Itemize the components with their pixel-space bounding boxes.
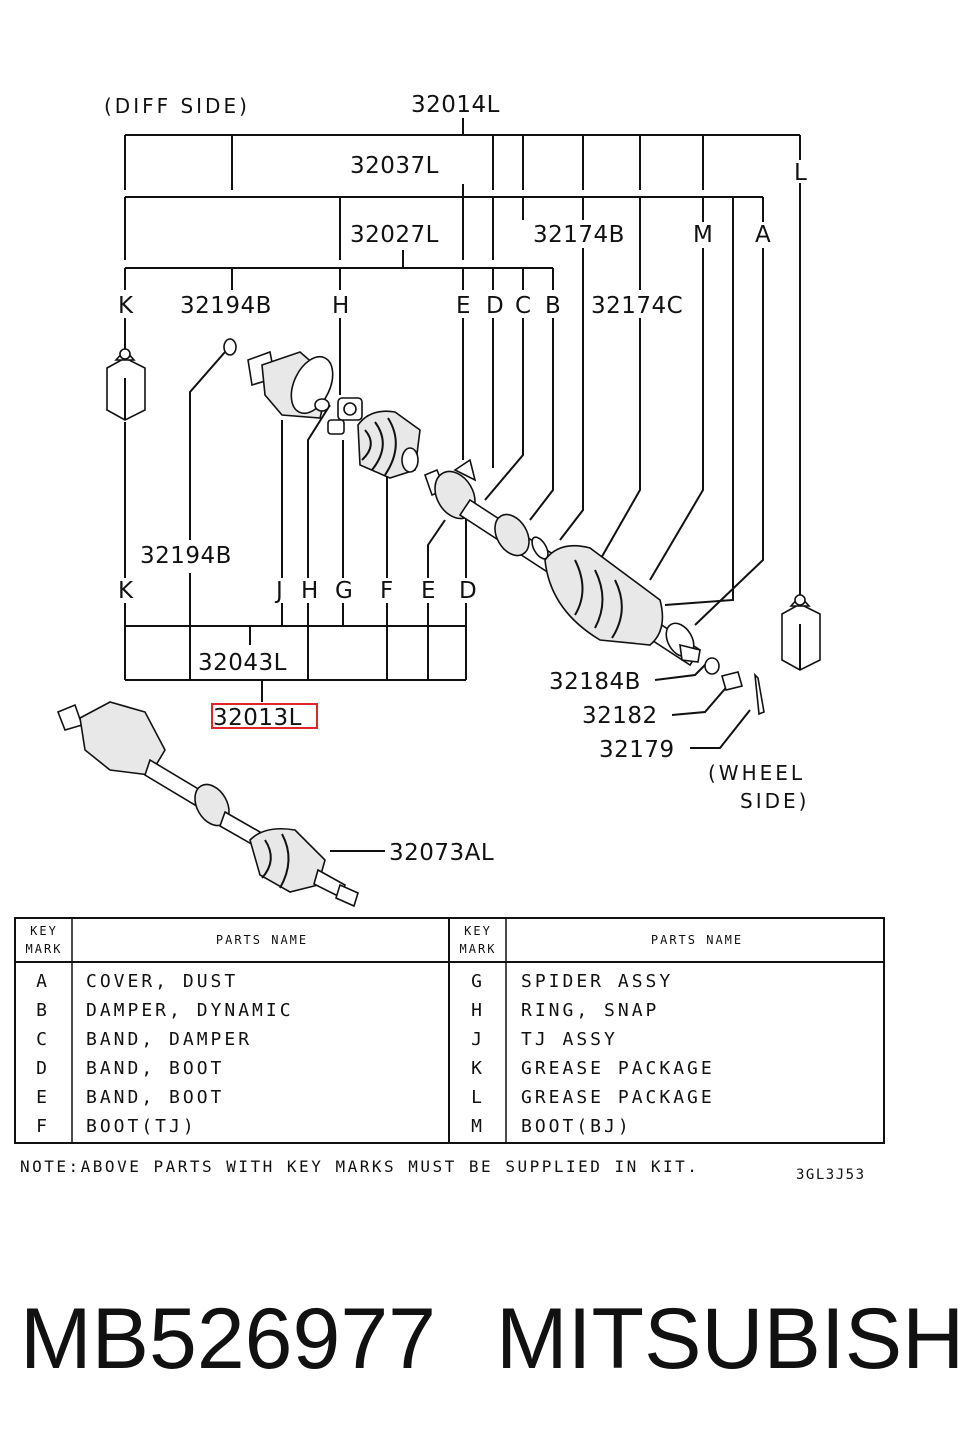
diagram-labels: (DIFF SIDE) (WHEEL SIDE) 32014L 32037L 3… [104, 92, 809, 866]
table-row-key: D [36, 1058, 50, 1079]
part-32179: 32179 [599, 737, 675, 763]
part-32194B-top: 32194B [180, 293, 272, 319]
key-letter-a-top: A [755, 222, 771, 248]
bracket-lines [124, 118, 801, 852]
key-letter-m-top: M [693, 222, 713, 248]
key-letter-g-bottom: G [335, 578, 353, 604]
footer-brand: MITSUBISHI [496, 1291, 960, 1387]
parts-table: KEY MARK PARTS NAME KEY MARK PARTS NAME … [14, 917, 885, 1144]
part-32182: 32182 [582, 703, 658, 729]
key-letter-k-bottom: K [118, 578, 134, 604]
kit-note: NOTE:ABOVE PARTS WITH KEY MARKS MUST BE … [20, 1157, 699, 1176]
table-row-key: J [471, 1029, 485, 1050]
table-header-key-1-left: KEY [30, 924, 58, 938]
part-32027L: 32027L [350, 222, 439, 248]
key-letter-h-bottom: H [301, 578, 319, 604]
key-letter-l-top: L [794, 160, 807, 186]
snap-ring-drawing [223, 338, 237, 356]
grease-package-l-drawing [781, 594, 821, 671]
table-row-key: H [471, 1000, 485, 1021]
table-row-key: B [36, 1000, 50, 1021]
wheel-side-label-1: (WHEEL [708, 761, 805, 785]
table-row-key: M [471, 1116, 485, 1137]
table-row-name: BAND, DAMPER [86, 1029, 252, 1050]
key-letter-d-top: D [486, 293, 504, 319]
key-letter-b-top: B [545, 293, 561, 319]
drive-shaft-drawing [423, 458, 765, 716]
table-row-key: C [36, 1029, 50, 1050]
table-header-key-1-right: KEY [464, 924, 492, 938]
table-row-name: GREASE PACKAGE [521, 1058, 715, 1079]
table-row-name: TJ ASSY [521, 1029, 618, 1050]
key-letter-d-bottom: D [459, 578, 477, 604]
parts-drawings [56, 338, 821, 908]
highlight-box-32013L [211, 703, 318, 729]
table-row-name: BOOT(BJ) [521, 1116, 632, 1137]
table-header-key-2-right: MARK [460, 942, 497, 956]
grease-package-k-drawing [106, 348, 146, 421]
table-row-key: E [36, 1087, 50, 1108]
tj-assy-drawing [247, 350, 334, 419]
key-letter-e-bottom: E [421, 578, 436, 604]
footer-part-number: MB526977 [20, 1291, 436, 1387]
part-32194B-bottom: 32194B [140, 543, 232, 569]
table-row-name: SPIDER ASSY [521, 971, 673, 992]
part-32174C: 32174C [591, 293, 683, 319]
key-letter-c-top: C [515, 293, 532, 319]
key-letter-j-bottom: J [274, 578, 283, 604]
table-row-key: F [36, 1116, 50, 1137]
spider-assy-drawing [327, 397, 363, 435]
figure-code: 3GL3J53 [796, 1167, 866, 1183]
table-row-name: BAND, BOOT [86, 1087, 224, 1108]
part-32043L: 32043L [198, 650, 287, 676]
part-32184B: 32184B [549, 669, 641, 695]
assembled-shaft-drawing [56, 701, 359, 908]
table-row-name: RING, SNAP [521, 1000, 659, 1021]
key-letter-e-top: E [456, 293, 471, 319]
boot-tj-drawing [357, 410, 421, 479]
part-32037L: 32037L [350, 153, 439, 179]
table-header-key-2-left: MARK [26, 942, 63, 956]
table-row-name: GREASE PACKAGE [521, 1087, 715, 1108]
diff-side-label: (DIFF SIDE) [104, 94, 250, 118]
table-row-name: DAMPER, DYNAMIC [86, 1000, 294, 1021]
table-row-key: G [471, 971, 485, 992]
table-row-name: BAND, BOOT [86, 1058, 224, 1079]
key-letter-f-bottom: F [380, 578, 394, 604]
table-row-key: L [471, 1087, 485, 1108]
table-header-parts-name-left: PARTS NAME [216, 933, 308, 947]
table-row-key: A [36, 971, 50, 992]
wheel-side-label-2: SIDE) [740, 789, 809, 813]
table-row-name: COVER, DUST [86, 971, 238, 992]
table-row-key: K [471, 1058, 485, 1079]
key-letter-k-top: K [118, 293, 134, 319]
part-32014L: 32014L [411, 92, 500, 118]
part-32174B: 32174B [533, 222, 625, 248]
table-header-parts-name-right: PARTS NAME [651, 933, 743, 947]
part-32013L[interactable]: 32013L [213, 705, 302, 731]
footer: MB526977 MITSUBISHI [20, 1290, 960, 1400]
table-row-name: BOOT(TJ) [86, 1116, 197, 1137]
key-letter-h-top: H [332, 293, 350, 319]
part-32073AL: 32073AL [389, 840, 494, 866]
